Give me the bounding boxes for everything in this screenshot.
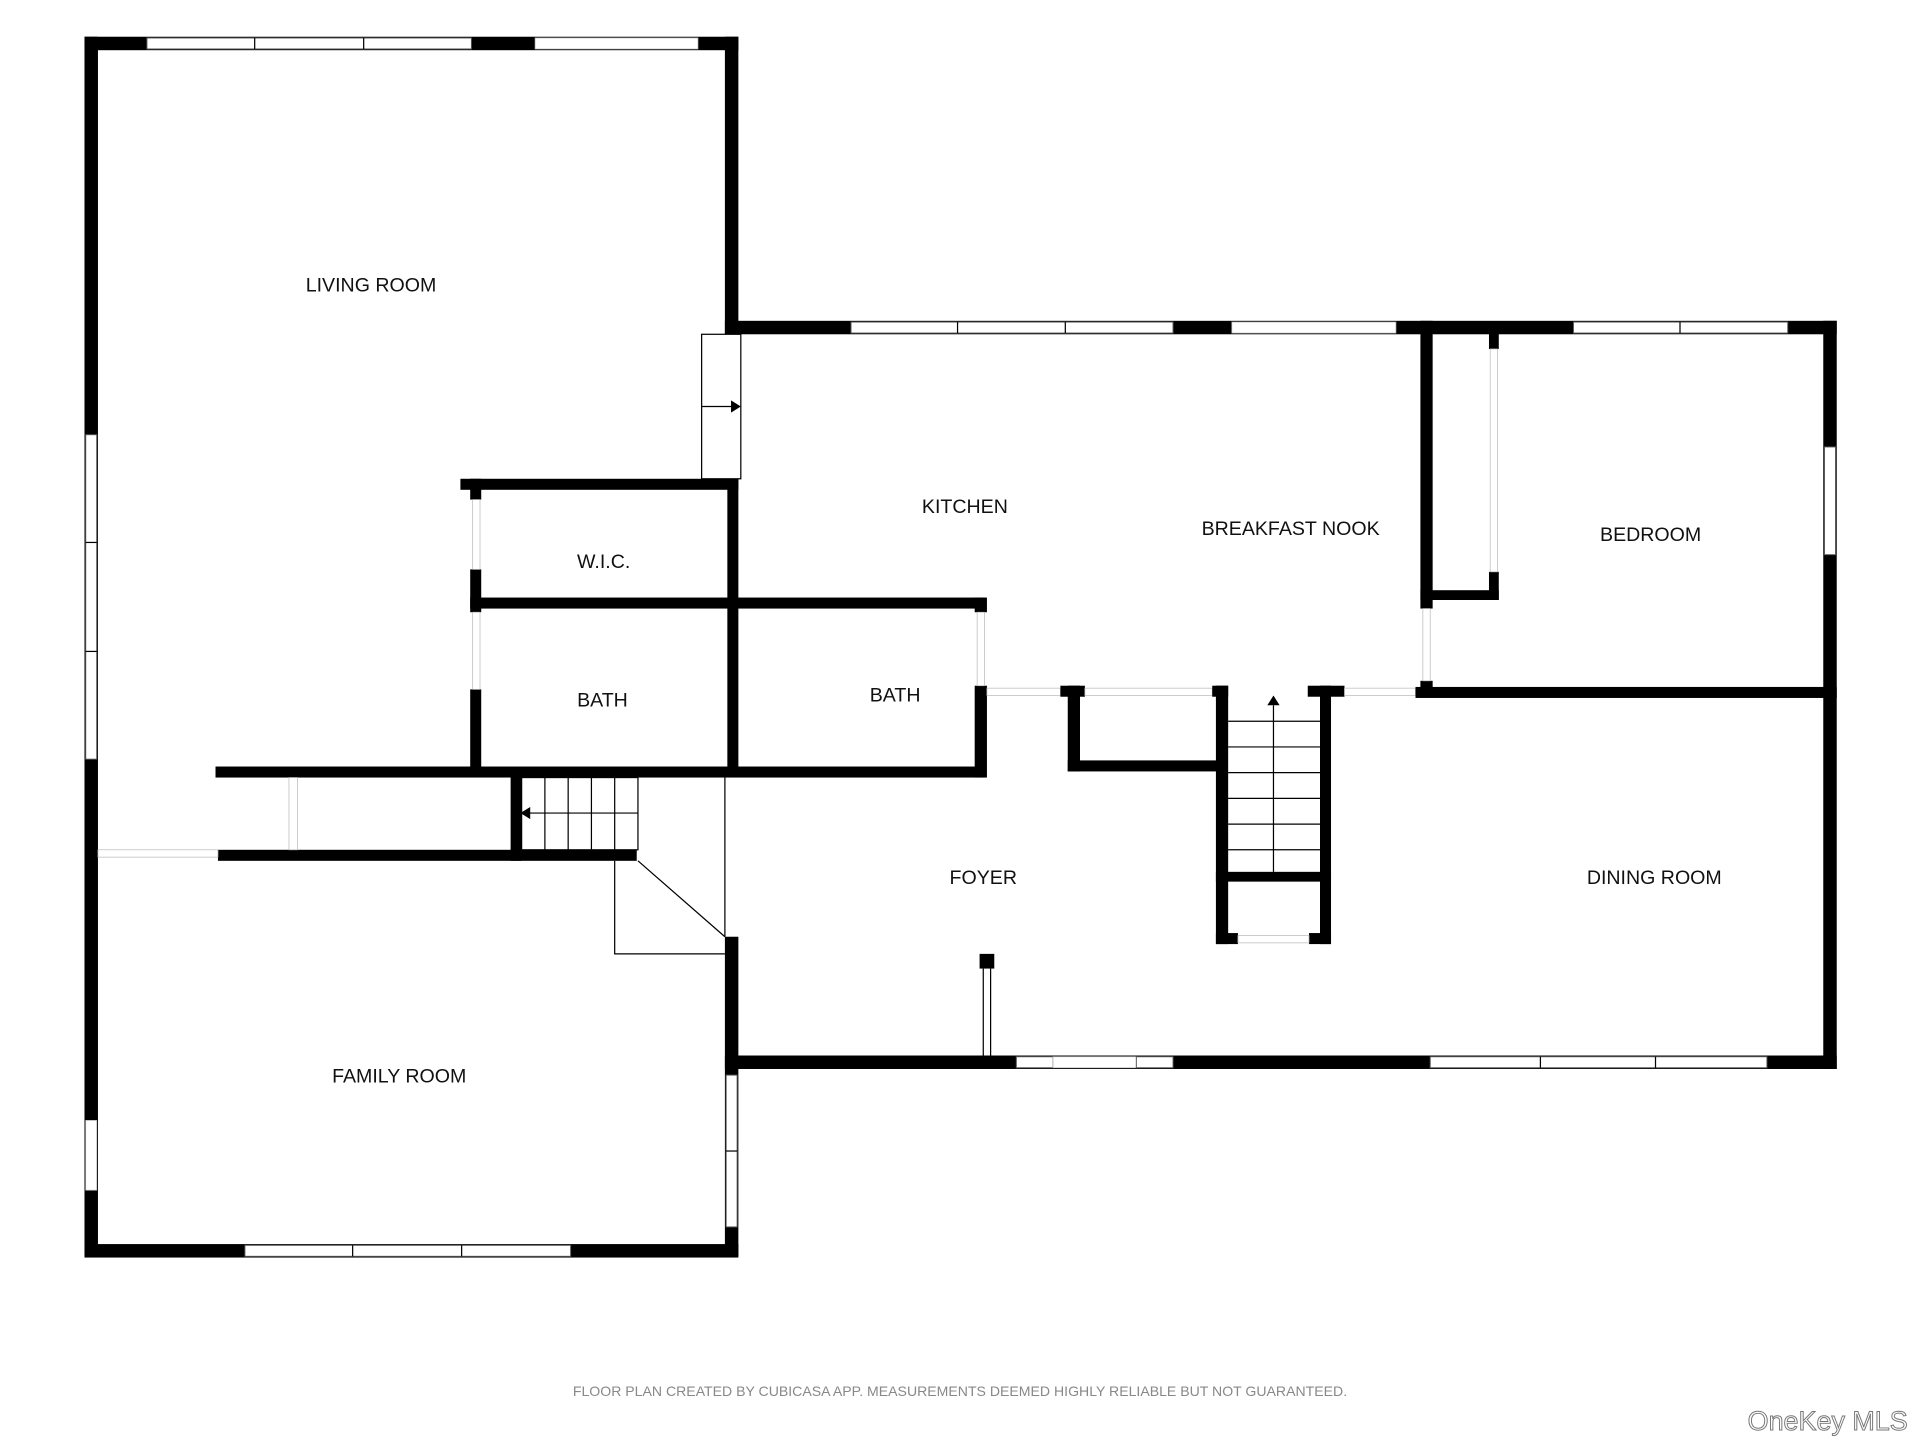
label-foyer: FOYER	[950, 867, 1017, 889]
stairs-center	[1228, 695, 1320, 872]
watermark-logo: OneKey MLS	[1748, 1406, 1908, 1436]
label-bath-2: BATH	[870, 685, 921, 707]
label-living-room: LIVING ROOM	[306, 274, 437, 296]
interior-walls	[97, 320, 1837, 969]
fixtures	[520, 333, 1320, 1056]
label-wic: W.I.C.	[577, 551, 630, 573]
label-dining-room: DINING ROOM	[1587, 867, 1722, 889]
room-labels: LIVING ROOM KITCHEN BREAKFAST NOOK BEDRO…	[306, 274, 1722, 1087]
label-bath-1: BATH	[577, 690, 628, 712]
label-family-room: FAMILY ROOM	[332, 1065, 466, 1087]
disclaimer-text: FLOOR PLAN CREATED BY CUBICASA APP. MEAS…	[573, 1383, 1347, 1399]
label-bedroom: BEDROOM	[1600, 524, 1701, 546]
windows	[85, 37, 1836, 1257]
label-kitchen: KITCHEN	[922, 496, 1008, 518]
stairs-left	[520, 776, 639, 851]
label-breakfast-nook: BREAKFAST NOOK	[1202, 518, 1380, 540]
